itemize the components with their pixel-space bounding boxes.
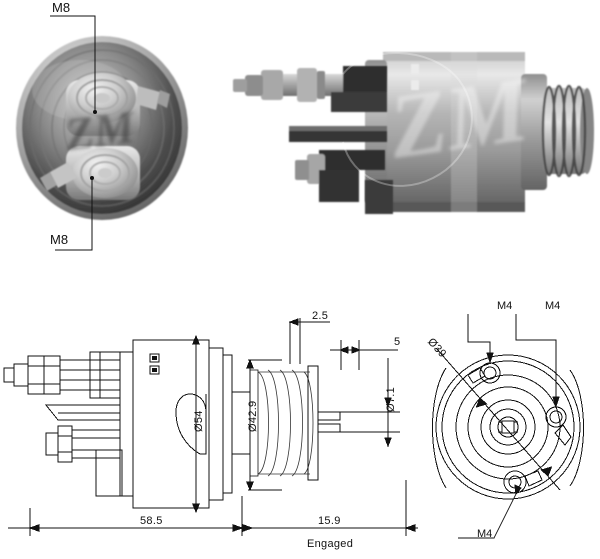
dim-line-25 [288,318,330,364]
dim-text-dia54: Ø54 [193,410,205,432]
side-elevation-drawing [3,318,418,536]
dim-line-dia429 [246,358,282,492]
solenoid-side-photo: ZM [215,30,595,235]
watermark-zm: ZM [383,57,538,178]
note-engaged: Engaged [307,538,354,550]
dim-line-5 [330,340,398,370]
svg-text:ZM: ZM [383,57,538,178]
callout-m4-bottom: M4 [477,528,493,540]
dim-text-159: 15.9 [318,515,341,527]
watermark-zm: ZM [62,101,140,160]
dim-text-dia429: Ø42.9 [247,400,259,432]
dim-text-585: 58.5 [140,515,163,527]
end-cap-callout-leaders [50,15,97,251]
dim-line-dia71 [340,358,400,448]
dim-text-5: 5 [394,336,401,348]
dim-line-159 [242,480,418,536]
dim-line-585 [8,496,244,536]
dim-text-dia71: Ø7.1 [385,386,397,412]
dim-line-dia54 [192,334,200,514]
end-view-drawing [432,314,584,539]
callout-m4-top-left: M4 [497,300,513,312]
svg-text:ZM: ZM [62,101,140,160]
dim-line-dia39 [435,347,561,491]
callout-m8-top: M8 [52,0,71,15]
m4-boss-bottom [503,470,543,494]
callout-m8-bottom: M8 [50,232,69,247]
dim-text-25: 2.5 [312,310,329,322]
m4-callout-leaders [458,314,560,539]
callout-m4-top-right: M4 [545,300,561,312]
solenoid-end-cap-photo: ZM [10,28,195,228]
body-stamp-marks [149,353,160,375]
